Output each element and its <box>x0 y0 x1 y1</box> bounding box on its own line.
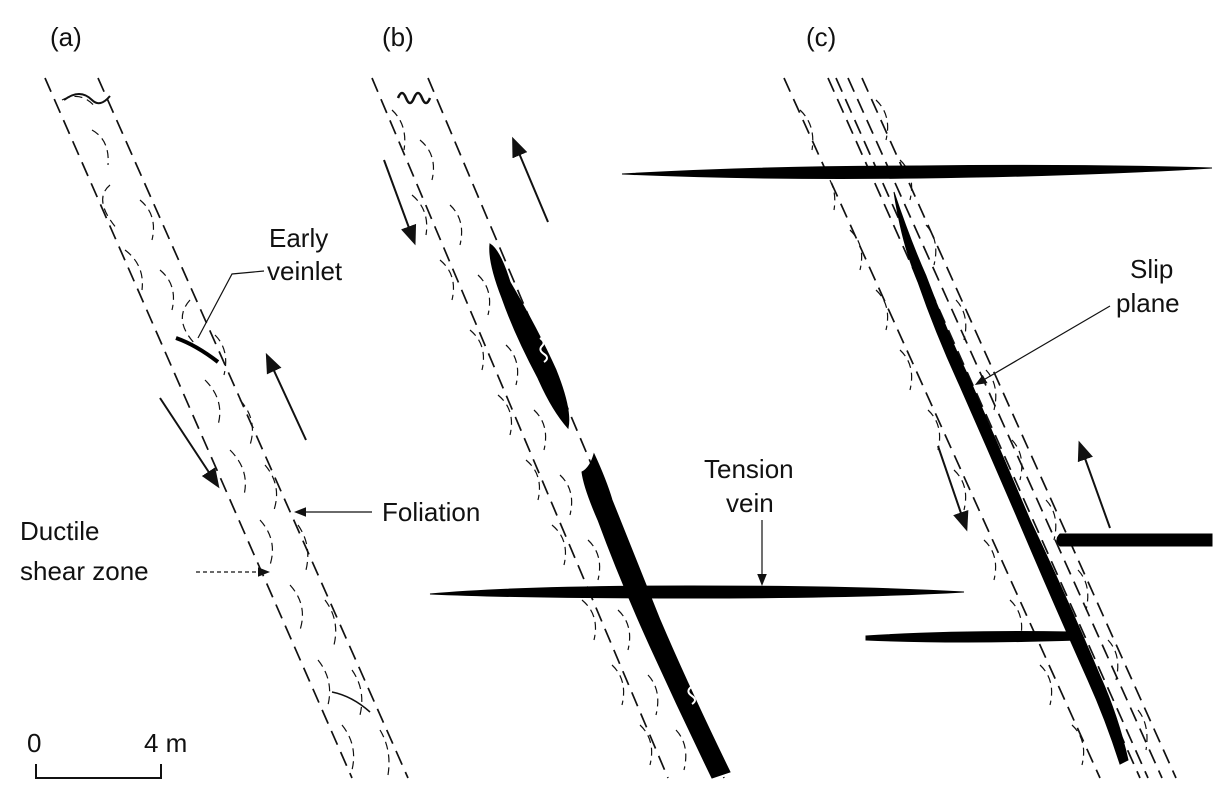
tension-vein-label-line1: Tension <box>704 454 794 484</box>
tension-vein-upper <box>621 164 1213 179</box>
sheared-vein <box>893 191 1129 765</box>
panel-a-label: (a) <box>50 22 82 52</box>
veinlet-trace-top <box>63 93 111 105</box>
foliation-traces <box>391 109 687 771</box>
early-veinlet-leader <box>197 270 265 339</box>
foliation-traces <box>61 95 390 776</box>
slip-plane-leader <box>974 305 1111 386</box>
shear-arrow-down <box>159 397 220 489</box>
shear-zone-boundary-left <box>44 77 353 779</box>
shear-arrow-up <box>512 136 549 223</box>
scale-bar: 0 4 m <box>27 728 187 779</box>
slip-plane-label-line2: plane <box>1116 288 1180 318</box>
scale-bar-end-label: 4 m <box>144 728 187 758</box>
panel-c: (c) <box>621 22 1213 779</box>
shear-arrow-up <box>1077 440 1111 529</box>
ductile-shear-zone-label-line2: shear zone <box>20 556 149 586</box>
shear-arrow-up <box>265 352 307 441</box>
panel-c-label: (c) <box>806 22 836 52</box>
slip-plane-label-line1: Slip <box>1130 254 1173 284</box>
shear-arrow-down <box>937 445 969 532</box>
veinlet-trace-bottom <box>331 691 371 713</box>
panel-b-label: (b) <box>382 22 414 52</box>
tension-vein <box>429 585 965 599</box>
vein-fold-mark <box>539 337 548 363</box>
slip-plane-line <box>827 77 1141 779</box>
shear-zone-boundary-left <box>371 77 669 779</box>
early-veinlet-label-line1: Early <box>269 223 328 253</box>
vein-lens <box>917 275 974 390</box>
shear-zone-boundary-outer <box>861 77 1177 779</box>
tension-vein-label-line2: vein <box>726 488 774 518</box>
panel-a: (a) <box>20 22 480 779</box>
shear-zone-boundary-left <box>783 77 1101 779</box>
tension-vein-lower <box>865 631 1079 643</box>
scale-bar-start-label: 0 <box>27 728 41 758</box>
early-veinlet <box>175 336 220 364</box>
foliation-label: Foliation <box>382 497 480 527</box>
ductile-shear-zone-label-line1: Ductile <box>20 516 99 546</box>
shear-vein-lower <box>581 452 731 779</box>
slip-plane-line <box>835 77 1149 779</box>
vein-fold-mark-lower <box>687 679 696 705</box>
panel-b: (b) <box>371 22 965 779</box>
tension-vein-middle <box>1056 533 1213 547</box>
early-veinlet-label-line2: veinlet <box>267 256 343 286</box>
folded-veinlet-top <box>396 91 432 105</box>
sigmoidal-vein-upper <box>489 243 570 430</box>
shear-arrow-down <box>383 159 417 246</box>
shear-zone-boundary-right <box>847 77 1163 779</box>
scale-bar-line <box>35 764 162 779</box>
